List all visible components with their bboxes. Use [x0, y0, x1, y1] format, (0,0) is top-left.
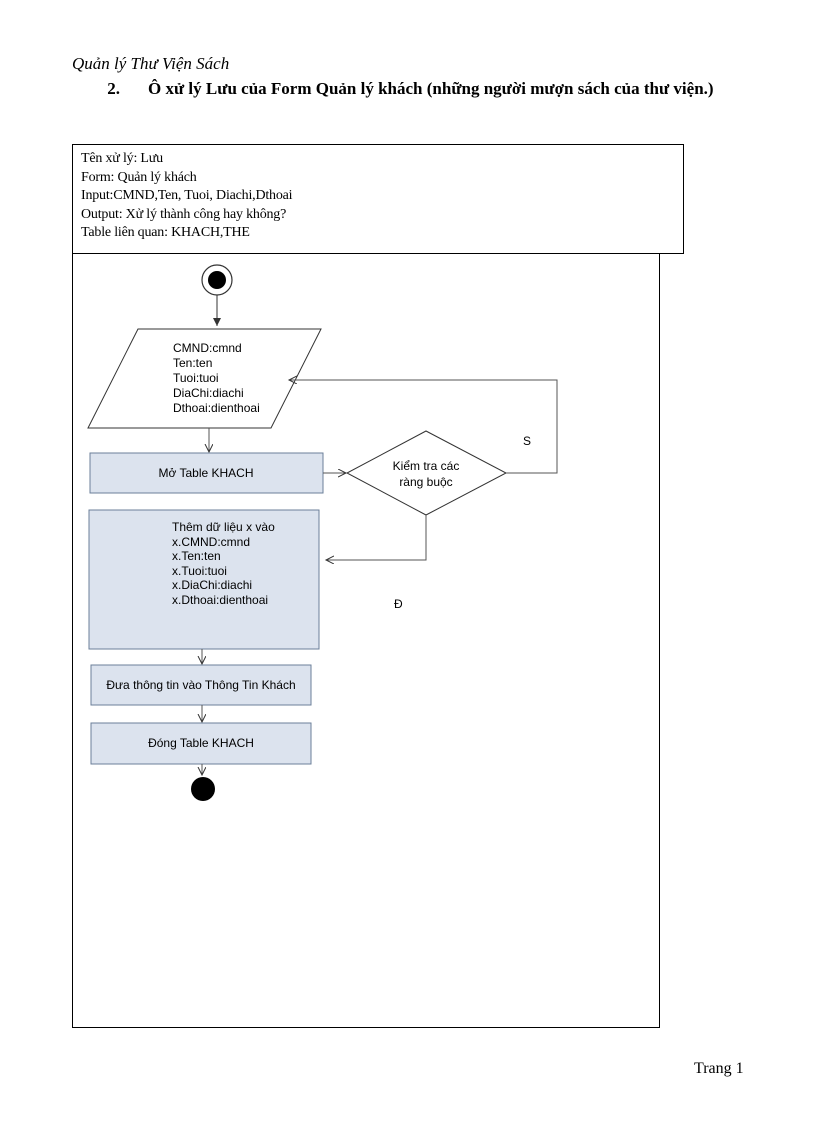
info-process-name: Tên xử lý: Lưu: [81, 151, 163, 166]
info-related-tables: Table liên quan: KHACH,THE: [81, 225, 250, 240]
info-input: Input:CMND,Ten, Tuoi, Diachi,Dthoai: [81, 188, 293, 203]
end-node: [191, 777, 215, 801]
insert-line-ten: x.Ten:ten: [172, 549, 221, 563]
section-title: Ô xử lý Lưu của Form Quản lý khách (nhữn…: [148, 79, 714, 98]
process-info-box: Tên xử lý: Lưu Form: Quản lý khách Input…: [72, 144, 684, 254]
display-info-label: Đưa thông tin vào Thông Tin Khách: [106, 678, 295, 692]
input-line-ten: Ten:ten: [173, 356, 212, 370]
decision-line-2: ràng buộc: [399, 475, 452, 489]
insert-line-title: Thêm dữ liệu x vào: [172, 520, 275, 534]
arrow-true-branch: [327, 515, 427, 560]
insert-line-cmnd: x.CMND:cmnd: [172, 535, 250, 549]
open-table-label: Mở Table KHACH: [158, 466, 253, 480]
input-line-dthoai: Dthoai:dienthoai: [173, 401, 260, 415]
open-table-box: [89, 452, 324, 494]
info-form: Form: Quản lý khách: [81, 169, 197, 185]
section-heading: 2. Ô xử lý Lưu của Form Quản lý khách (nh…: [72, 76, 752, 102]
insert-line-tuoi: x.Tuoi:tuoi: [172, 564, 227, 578]
close-table-label: Đóng Table KHACH: [148, 736, 254, 750]
insert-line-dthoai: x.Dthoai:dienthoai: [172, 593, 268, 607]
page-number: Trang 1: [694, 1060, 744, 1077]
start-node: [201, 264, 233, 296]
input-line-cmnd: CMND:cmnd: [173, 341, 242, 355]
decision-line-1: Kiểm tra các: [393, 459, 460, 473]
insert-data-box: [88, 509, 320, 650]
section-number: 2.: [107, 79, 120, 98]
info-output: Output: Xử lý thành công hay không?: [81, 206, 287, 222]
display-info-box: [90, 664, 312, 706]
check-constraints-decision: [345, 430, 508, 516]
label-true: Đ: [394, 597, 403, 611]
input-data-parallelogram: [87, 328, 322, 429]
arrow-false-loop: [290, 380, 558, 474]
insert-line-diachi: x.DiaChi:diachi: [172, 578, 252, 592]
flowchart-frame: [72, 254, 660, 1028]
input-line-diachi: DiaChi:diachi: [173, 386, 244, 400]
running-head: Quản lý Thư Viện Sách: [72, 54, 230, 73]
label-false: S: [523, 434, 531, 448]
close-table-box: [90, 722, 312, 765]
input-line-tuoi: Tuoi:tuoi: [173, 371, 219, 385]
